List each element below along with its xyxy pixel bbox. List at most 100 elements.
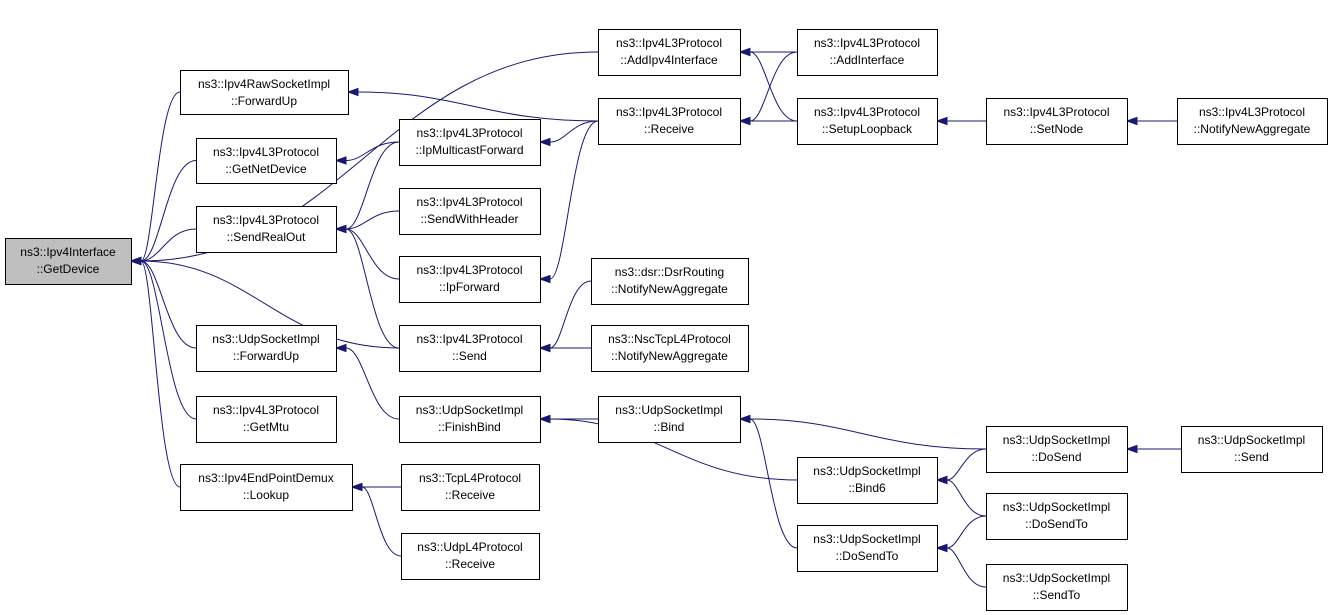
node-class-label: ns3::UdpSocketImpl: [813, 464, 920, 478]
node-class-label: ns3::UdpSocketImpl: [1003, 500, 1110, 514]
node-udp-finishbind[interactable]: ns3::UdpSocketImpl::FinishBind: [399, 396, 541, 443]
node-method-label: ::NotifyNewAggregate: [611, 349, 728, 363]
node-method-label: ::DoSend: [1031, 450, 1081, 464]
edge-udp_send-to-udp_dosend: [1125, 444, 1181, 454]
node-method-label: ::NotifyNewAggregate: [611, 282, 728, 296]
node-l3-getnetdevice[interactable]: ns3::Ipv4L3Protocol::GetNetDevice: [196, 138, 337, 184]
node-box: [986, 98, 1128, 145]
node-class-label: ns3::Ipv4L3Protocol: [416, 195, 522, 209]
edge-line: [345, 141, 400, 161]
node-l3-ipforward[interactable]: ns3::Ipv4L3Protocol::IpForward: [399, 256, 541, 303]
arrowhead-icon: [1125, 116, 1138, 126]
node-l3-ipmulticastforward[interactable]: ns3::Ipv4L3Protocol::IpMulticastForward: [399, 119, 541, 166]
node-l3-addinterface[interactable]: ns3::Ipv4L3Protocol::AddInterface: [797, 29, 938, 76]
edge-udp_dosendto_b-to-udp_bind6: [935, 475, 987, 517]
edge-line: [946, 515, 987, 549]
node-udp-forwardup[interactable]: ns3::UdpSocketImpl::ForwardUp: [196, 325, 337, 372]
arrowhead-icon: [350, 482, 363, 492]
node-udpl4-receive[interactable]: ns3::UdpL4Protocol::Receive: [401, 533, 540, 580]
node-udp-sendto[interactable]: ns3::UdpSocketImpl::SendTo: [986, 564, 1128, 611]
node-class-label: ns3::UdpSocketImpl: [1003, 571, 1110, 585]
node-method-label: ::AddInterface: [830, 53, 905, 67]
edge-l3_getnetdevice-to-root: [129, 160, 197, 266]
node-box: [1177, 98, 1328, 145]
node-l3-send[interactable]: ns3::Ipv4L3Protocol::Send: [399, 325, 541, 372]
node-class-label: ns3::UdpSocketImpl: [813, 532, 920, 546]
node-udp-send[interactable]: ns3::UdpSocketImpl::Send: [1181, 426, 1323, 473]
node-method-label: ::NotifyNewAggregate: [1194, 122, 1311, 136]
node-method-label: ::GetNetDevice: [225, 162, 307, 176]
node-root[interactable]: ns3::Ipv4Interface::GetDevice: [5, 238, 132, 285]
node-box: [591, 325, 749, 372]
node-l3-setnode[interactable]: ns3::Ipv4L3Protocol::SetNode: [986, 98, 1128, 145]
node-tcp-receive[interactable]: ns3::TcpL4Protocol::Receive: [401, 464, 540, 511]
node-l3-setuploopback[interactable]: ns3::Ipv4L3Protocol::SetupLoopback: [797, 98, 938, 145]
node-box: [598, 29, 741, 76]
node-method-label: ::DoSendTo: [836, 549, 899, 563]
node-box: [399, 256, 541, 303]
node-l3-notify[interactable]: ns3::Ipv4L3Protocol::NotifyNewAggregate: [1177, 98, 1328, 145]
edge-line: [140, 260, 197, 420]
edge-line: [549, 418, 798, 481]
node-method-label: ::Send: [452, 349, 487, 363]
edges-layer: [129, 47, 1181, 588]
node-l3-receive[interactable]: ns3::Ipv4L3Protocol::Receive: [598, 98, 741, 145]
node-l3-sendwithheader[interactable]: ns3::Ipv4L3Protocol::SendWithHeader: [399, 188, 541, 235]
edge-line: [140, 160, 197, 262]
node-box: [196, 138, 337, 184]
edge-udp_dosend-to-udp_bind: [738, 414, 987, 450]
edge-line: [549, 120, 599, 280]
node-l3-sendrealout[interactable]: ns3::Ipv4L3Protocol::SendRealOut: [196, 206, 337, 253]
edge-udp_dosendto_a-to-udp_bind: [738, 414, 798, 549]
node-method-label: ::Receive: [445, 488, 495, 502]
node-class-label: ns3::Ipv4RawSocketImpl: [198, 77, 330, 91]
node-class-label: ns3::Ipv4L3Protocol: [213, 145, 319, 159]
node-class-label: ns3::UdpSocketImpl: [1003, 433, 1110, 447]
node-box: [401, 464, 540, 511]
node-box: [986, 426, 1128, 473]
edge-line: [140, 91, 181, 262]
node-udp-bind6[interactable]: ns3::UdpSocketImpl::Bind6: [797, 457, 938, 504]
node-method-label: ::SendWithHeader: [420, 212, 518, 226]
node-demux-lookup[interactable]: ns3::Ipv4EndPointDemux::Lookup: [180, 464, 353, 511]
edge-l3_addinterface-to-l3_receive: [738, 51, 798, 126]
node-udp-dosendto-a[interactable]: ns3::UdpSocketImpl::DoSendTo: [797, 525, 938, 572]
edge-udpl4_receive-to-demux_lookup: [350, 482, 402, 557]
node-class-label: ns3::Ipv4L3Protocol: [213, 403, 319, 417]
arrowhead-icon: [935, 543, 948, 553]
node-box: [401, 533, 540, 580]
node-l3-getmtu[interactable]: ns3::Ipv4L3Protocol::GetMtu: [196, 396, 337, 443]
node-method-label: ::IpMulticastForward: [415, 143, 523, 157]
node-udp-dosendto-b[interactable]: ns3::UdpSocketImpl::DoSendTo: [986, 493, 1128, 540]
edge-udp_sendto-to-udp_dosendto_a: [935, 543, 987, 588]
arrowhead-icon: [738, 116, 751, 126]
node-class-label: ns3::Ipv4L3Protocol: [616, 105, 722, 119]
node-class-label: ns3::Ipv4EndPointDemux: [198, 471, 333, 485]
node-method-label: ::ForwardUp: [231, 94, 297, 108]
node-class-label: ns3::Ipv4L3Protocol: [814, 36, 920, 50]
node-nsc-notify[interactable]: ns3::NscTcpL4Protocol::NotifyNewAggregat…: [591, 325, 749, 372]
arrowhead-icon: [334, 343, 347, 353]
node-l3-addipv4interface[interactable]: ns3::Ipv4L3Protocol::AddIpv4Interface: [598, 29, 741, 76]
node-class-label: ns3::UdpSocketImpl: [212, 332, 319, 346]
node-box: [196, 206, 337, 253]
edge-line: [361, 486, 402, 557]
node-box: [399, 396, 541, 443]
node-method-label: ::SetupLoopback: [822, 122, 913, 136]
edge-l3_ipmulticastforward-to-l3_getnetdevice: [334, 141, 400, 165]
edge-line: [749, 418, 798, 549]
node-udp-bind[interactable]: ns3::UdpSocketImpl::Bind: [598, 396, 741, 443]
node-class-label: ns3::Ipv4L3Protocol: [1003, 105, 1109, 119]
edge-udp_bind6-to-udp_finishbind: [538, 414, 798, 481]
edge-demux_lookup-to-root: [129, 256, 181, 488]
edge-line: [345, 228, 400, 280]
node-dsr-notify[interactable]: ns3::dsr::DsrRouting::NotifyNewAggregate: [591, 258, 749, 305]
node-method-label: ::AddIpv4Interface: [620, 53, 718, 67]
node-box: [797, 457, 938, 504]
edge-line: [345, 347, 400, 420]
arrowhead-icon: [738, 47, 751, 57]
edge-line: [749, 418, 987, 450]
edge-line: [749, 51, 798, 122]
node-raw-forwardup[interactable]: ns3::Ipv4RawSocketImpl::ForwardUp: [180, 70, 349, 115]
node-udp-dosend[interactable]: ns3::UdpSocketImpl::DoSend: [986, 426, 1128, 473]
